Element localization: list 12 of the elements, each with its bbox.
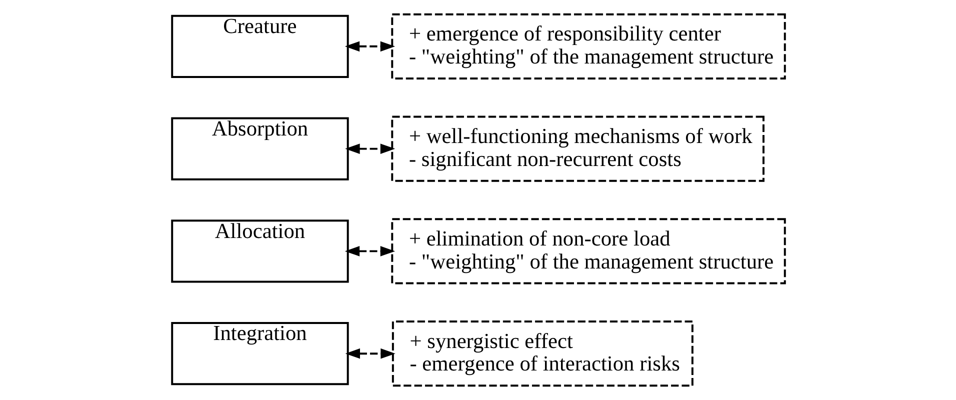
- node-box: Integration: [170, 322, 348, 386]
- node-box: + emergence of responsibility center - "weighting" of the management structure: [390, 13, 786, 80]
- node-box: + synergistic effect - emergence of interaction risks: [391, 320, 693, 387]
- node-box: + well-functioning mechanisms of work - significant non-recurrent costs: [390, 116, 764, 182]
- node-box: Creature: [170, 14, 348, 78]
- node-box: Absorption: [170, 117, 348, 180]
- arrow: [344, 144, 395, 154]
- arrow: [344, 41, 395, 52]
- node-box: + elimination of non-core load - "weighting" of the management structure: [390, 218, 786, 284]
- node-box: Allocation: [170, 220, 348, 283]
- arrow: [344, 348, 395, 359]
- arrow: [344, 246, 395, 256]
